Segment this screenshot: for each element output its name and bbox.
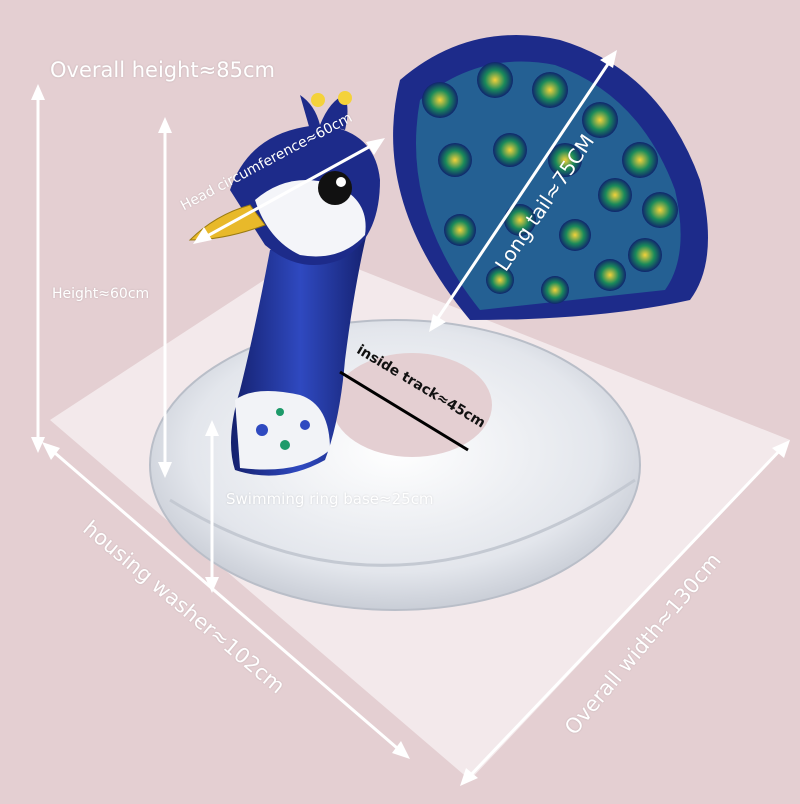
height-label: Height≈60cm bbox=[52, 286, 150, 302]
peacock-tail bbox=[393, 35, 708, 320]
long-tail-arrow bbox=[432, 57, 614, 325]
overall-height-label: Overall height≈85cm bbox=[50, 58, 275, 82]
tail-eye-feather bbox=[422, 82, 458, 118]
tail-eye-feather bbox=[504, 204, 536, 236]
tail-eye-feather bbox=[477, 62, 513, 98]
overall-width-arrow bbox=[464, 444, 786, 782]
tail-eye-feather bbox=[438, 143, 472, 177]
tail-eye-feather bbox=[486, 266, 514, 294]
tail-eye-feather bbox=[444, 214, 476, 246]
tail-eye-feather bbox=[493, 133, 527, 167]
tail-eye-feather bbox=[559, 219, 591, 251]
tail-eye-feather bbox=[642, 192, 678, 228]
tail-eye-feather bbox=[598, 178, 632, 212]
tail-eye-feather bbox=[628, 238, 662, 272]
tail-eye-feather bbox=[582, 102, 618, 138]
ring-base-label: Swimming ring base≈25cm bbox=[226, 490, 434, 508]
tail-eye-feather bbox=[594, 259, 626, 291]
ring-hole bbox=[332, 353, 492, 457]
peacock-eye bbox=[318, 171, 352, 205]
tail-eye-feather bbox=[548, 143, 582, 177]
tail-eye-feather bbox=[541, 276, 569, 304]
tail-eye-feather bbox=[622, 142, 658, 178]
housing-washer-arrow bbox=[47, 445, 405, 756]
tail-eye-feather bbox=[532, 72, 568, 108]
head-circumference-arrow bbox=[199, 140, 379, 242]
inside-track-line bbox=[339, 370, 469, 452]
